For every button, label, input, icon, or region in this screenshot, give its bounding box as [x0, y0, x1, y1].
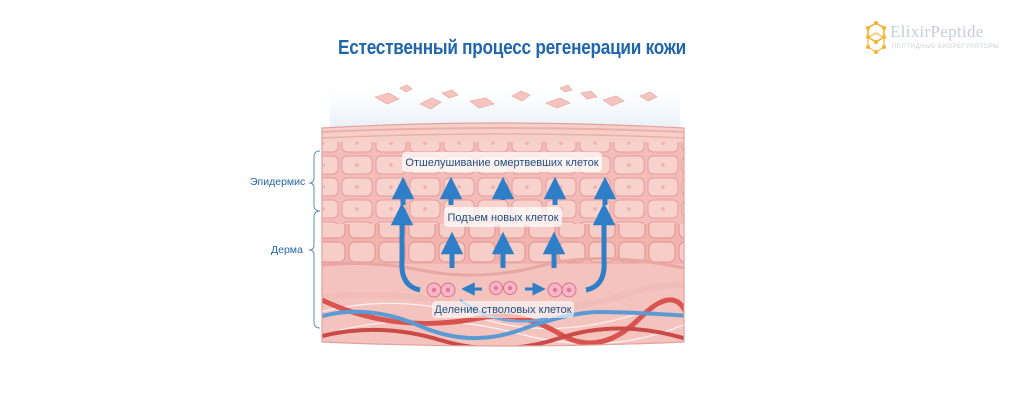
exfoliation-label: Отшелушивание омертвевших клеток [405, 157, 598, 169]
brand-logo: ElixirPeptide ПЕПТИДНЫЕ БИОРЕГУЛЯТОРЫ [860, 14, 1010, 58]
page-title: Естественный процесс регенерации кожи [338, 37, 686, 59]
artery [322, 297, 684, 346]
dead-cell-flakes [374, 84, 658, 110]
brand-tagline: ПЕПТИДНЫЕ БИОРЕГУЛЯТОРЫ [892, 44, 1000, 50]
brand-name: ElixirPeptide [890, 22, 984, 41]
stem-cells [426, 281, 577, 298]
hexagon-molecule-icon [866, 21, 886, 54]
haze-layer [330, 88, 680, 128]
dermis-label: Дерма [271, 244, 303, 256]
skin-cross-section [322, 123, 684, 346]
division-label: Деление стволовых клеток [434, 304, 571, 316]
epidermis-label: Эпидермис [250, 176, 306, 188]
rise-label: Подъем новых клеток [447, 212, 558, 224]
upward-arrows-lower [440, 231, 566, 268]
curved-arrows [390, 202, 616, 293]
vein [322, 309, 684, 341]
layer-brackets [308, 150, 321, 329]
upward-arrows-upper [391, 176, 617, 205]
